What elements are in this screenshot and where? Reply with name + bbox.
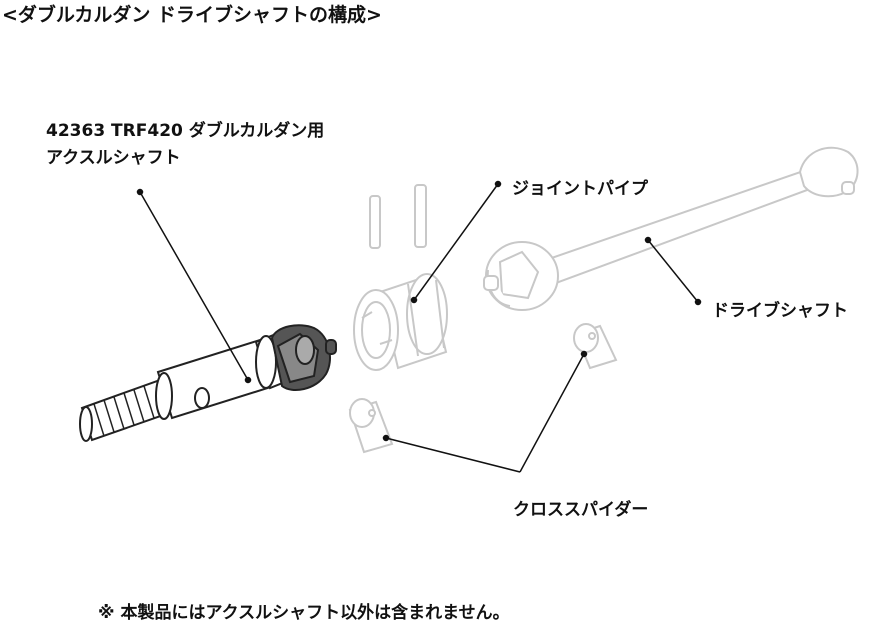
cross-spider-label: クロススパイダー <box>513 500 649 520</box>
joint-pipe-label: ジョイントパイプ <box>512 179 648 199</box>
leader-lines <box>136 180 702 473</box>
pins <box>369 184 427 249</box>
axle-shaft <box>79 324 337 442</box>
drive-shaft-label: ドライブシャフト <box>712 301 848 321</box>
product-label: 42363 TRF420 ダブルカルダン用 アクスルシャフト <box>46 118 324 172</box>
footnote: ※ 本製品にはアクスルシャフト以外は含まれません。 <box>98 603 510 623</box>
product-name-line2: アクスルシャフト <box>46 148 181 168</box>
cross-spider-1 <box>348 398 394 454</box>
page-title: <ダブルカルダン ドライブシャフトの構成> <box>2 4 382 26</box>
joint-pipe <box>353 273 448 371</box>
product-name-line1: 42363 TRF420 ダブルカルダン用 <box>46 121 325 141</box>
drive-shaft <box>483 146 859 311</box>
